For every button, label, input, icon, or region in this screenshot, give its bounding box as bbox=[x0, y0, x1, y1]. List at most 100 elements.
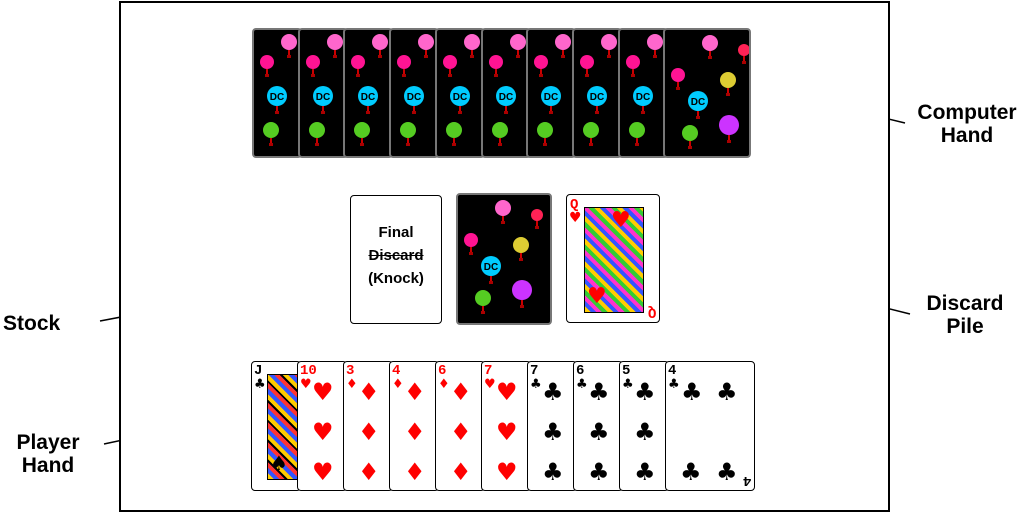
club-icon: ♣ bbox=[634, 420, 656, 444]
heart-icon: ♥ bbox=[496, 420, 518, 444]
discard-pile-card[interactable]: Q ♥ ♥ ♥ Q bbox=[566, 194, 660, 323]
balloon-icon bbox=[583, 122, 599, 146]
balloon-icon bbox=[555, 34, 571, 58]
diamond-icon: ♦ bbox=[404, 420, 426, 444]
svg-text:DC: DC bbox=[407, 92, 421, 103]
heart-icon: ♥ bbox=[569, 211, 582, 225]
heart-icon: ♥ bbox=[312, 380, 334, 404]
diamond-icon: ♦ bbox=[358, 380, 380, 404]
diamond-icon: ♦ bbox=[392, 378, 404, 391]
discard-card-rank-bottom: Q bbox=[648, 305, 656, 319]
balloon-icon bbox=[281, 34, 297, 58]
svg-text:DC: DC bbox=[361, 92, 375, 103]
card-back-design: DC bbox=[483, 30, 531, 156]
balloon-icon bbox=[682, 125, 698, 149]
balloon-icon bbox=[306, 55, 320, 77]
balloon-icon: DC bbox=[541, 86, 561, 114]
diamond-icon: ♦ bbox=[450, 420, 472, 444]
player-card[interactable]: 3♦♦♦♦ bbox=[343, 361, 393, 491]
club-icon: ♣ bbox=[576, 378, 588, 391]
player-card[interactable]: 7♣♣♣♣ bbox=[527, 361, 577, 491]
card-back-design: DC bbox=[254, 30, 302, 156]
player-card[interactable]: 7♥♥♥♥ bbox=[481, 361, 531, 491]
card-rank: 6 bbox=[576, 364, 584, 378]
heart-icon: ♥ bbox=[484, 378, 496, 391]
balloon-icon bbox=[446, 122, 462, 146]
balloon-icon: DC bbox=[496, 86, 516, 114]
club-icon: ♣ bbox=[588, 380, 610, 404]
diamond-icon: ♦ bbox=[404, 460, 426, 484]
final-discard-knock-button[interactable]: Final Discard (Knock) bbox=[350, 195, 442, 324]
balloon-icon bbox=[492, 122, 508, 146]
balloon-icon bbox=[263, 122, 279, 146]
balloon-icon: DC bbox=[267, 86, 287, 114]
balloon-icon: DC bbox=[358, 86, 378, 114]
balloon-icon bbox=[495, 200, 511, 224]
club-icon: ♣ bbox=[716, 460, 738, 484]
diamond-icon: ♦ bbox=[450, 460, 472, 484]
club-icon: ♣ bbox=[254, 378, 266, 391]
player-card[interactable]: 5♣♣♣♣ bbox=[619, 361, 669, 491]
heart-icon: ♥ bbox=[312, 460, 334, 484]
svg-text:DC: DC bbox=[453, 92, 467, 103]
balloon-icon bbox=[534, 55, 548, 77]
balloon-icon bbox=[580, 55, 594, 77]
balloon-icon: DC bbox=[313, 86, 333, 114]
balloon-icon bbox=[443, 55, 457, 77]
card-rank: 7 bbox=[484, 364, 492, 378]
card-back-design: DC bbox=[574, 30, 622, 156]
diamond-icon: ♦ bbox=[404, 380, 426, 404]
player-card[interactable]: J♣♠ bbox=[251, 361, 301, 491]
heart-icon: ♥ bbox=[587, 286, 607, 308]
card-back-design: DC bbox=[665, 30, 751, 156]
svg-text:DC: DC bbox=[635, 92, 649, 103]
diamond-icon: ♦ bbox=[358, 460, 380, 484]
computer-card: DC bbox=[481, 28, 531, 158]
heart-icon: ♥ bbox=[496, 460, 518, 484]
diamond-icon: ♦ bbox=[450, 380, 472, 404]
heart-icon: ♥ bbox=[312, 420, 334, 444]
computer-card: DC bbox=[526, 28, 576, 158]
club-icon: ♣ bbox=[634, 380, 656, 404]
player-card[interactable]: 4♦♦♦♦ bbox=[389, 361, 439, 491]
balloon-icon: DC bbox=[688, 91, 708, 119]
svg-text:DC: DC bbox=[498, 92, 512, 103]
computer-card: DC bbox=[618, 28, 668, 158]
card-rank: 4 bbox=[668, 364, 676, 378]
balloon-icon bbox=[464, 34, 480, 58]
club-icon: ♣ bbox=[542, 380, 564, 404]
computer-card: DC bbox=[389, 28, 439, 158]
club-icon: ♣ bbox=[681, 380, 703, 404]
player-card[interactable]: 6♦♦♦♦ bbox=[435, 361, 485, 491]
card-rank: 4 bbox=[392, 364, 400, 378]
computer-card: DC bbox=[663, 28, 751, 158]
club-icon: ♣ bbox=[634, 460, 656, 484]
balloon-icon bbox=[537, 122, 553, 146]
club-icon: ♣ bbox=[622, 378, 634, 391]
player-card[interactable]: 4♣♣♣♣♣4 bbox=[665, 361, 755, 491]
balloon-icon bbox=[309, 122, 325, 146]
club-icon: ♣ bbox=[680, 460, 702, 484]
final-discard-line1: Final bbox=[351, 222, 441, 243]
balloon-icon bbox=[671, 68, 685, 90]
card-rank: J bbox=[254, 364, 262, 378]
player-card[interactable]: 6♣♣♣♣ bbox=[573, 361, 623, 491]
stock-label: Stock bbox=[3, 312, 93, 335]
balloon-icon bbox=[513, 237, 529, 261]
balloon-icon bbox=[629, 122, 645, 146]
final-discard-line3: (Knock) bbox=[351, 268, 441, 289]
balloon-icon bbox=[489, 55, 503, 77]
computer-card: DC bbox=[435, 28, 485, 158]
card-rank: 5 bbox=[622, 364, 630, 378]
card-rank: 3 bbox=[346, 364, 354, 378]
player-card[interactable]: 10♥♥♥♥ bbox=[297, 361, 347, 491]
svg-text:DC: DC bbox=[590, 92, 604, 103]
stock-pile[interactable]: DC bbox=[456, 193, 552, 325]
balloon-icon bbox=[475, 290, 491, 314]
heart-icon: ♥ bbox=[496, 380, 518, 404]
diamond-icon: ♦ bbox=[358, 420, 380, 444]
balloon-icon: DC bbox=[587, 86, 607, 114]
club-icon: ♣ bbox=[588, 460, 610, 484]
balloon-icon bbox=[531, 209, 543, 229]
